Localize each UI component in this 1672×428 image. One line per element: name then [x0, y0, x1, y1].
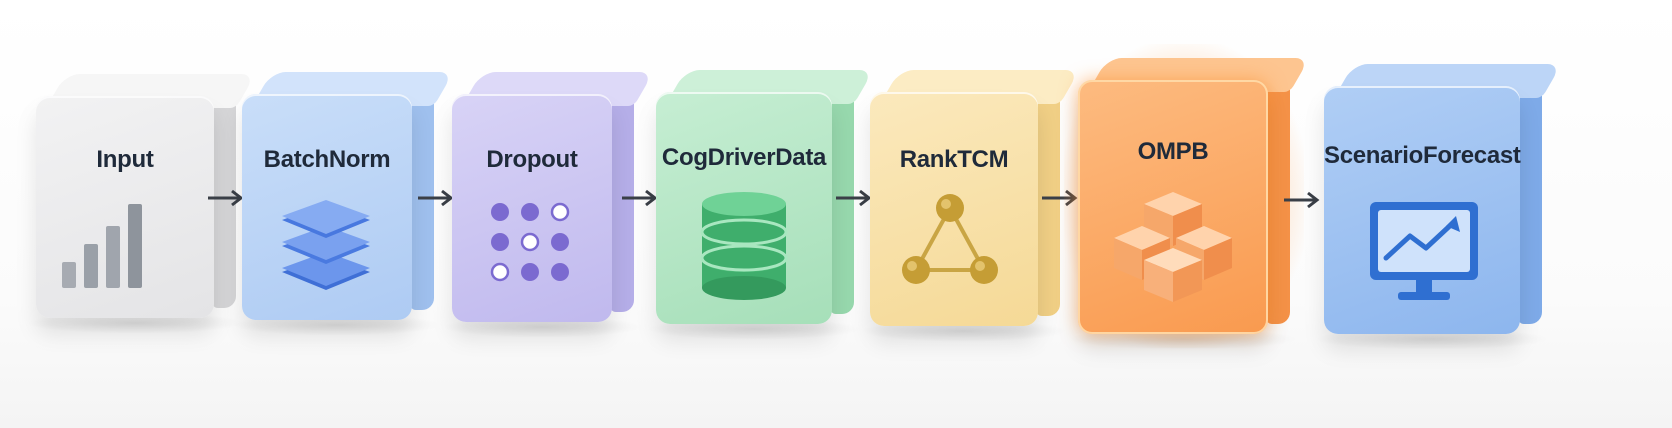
arrow-connector — [208, 189, 244, 207]
database-icon — [700, 192, 788, 300]
arrow-connector — [1284, 191, 1320, 209]
cubes-icon — [1114, 192, 1232, 302]
block-label: Dropout — [486, 146, 578, 173]
monitor-trend-icon — [1370, 202, 1478, 300]
block-dropout: Dropout — [442, 72, 654, 338]
dot-grid-icon — [490, 202, 570, 282]
block-label: OMPB — [1137, 138, 1209, 165]
layers-icon — [282, 200, 370, 290]
block-input: Input — [26, 74, 256, 334]
block-cogdriverdata: CogDriverData — [646, 70, 874, 340]
block-batchnorm: BatchNorm — [232, 72, 454, 336]
bars-chart-icon — [62, 204, 142, 288]
block-scenarioforecast: ScenarioForecast — [1314, 64, 1562, 350]
block-label: RankTCM — [899, 146, 1009, 173]
block-ompb: OMPB — [1064, 44, 1310, 350]
block-label: ScenarioForecast — [1324, 142, 1521, 169]
block-label: CogDriverData — [661, 144, 827, 171]
block-label: Input — [96, 146, 154, 173]
block-ranktcm: RankTCM — [860, 70, 1080, 342]
arrow-connector — [622, 189, 658, 207]
triangle-graph-icon — [902, 194, 998, 284]
arrow-connector — [1042, 189, 1078, 207]
arrow-connector — [418, 189, 454, 207]
block-label: BatchNorm — [263, 146, 391, 173]
arrow-connector — [836, 189, 872, 207]
